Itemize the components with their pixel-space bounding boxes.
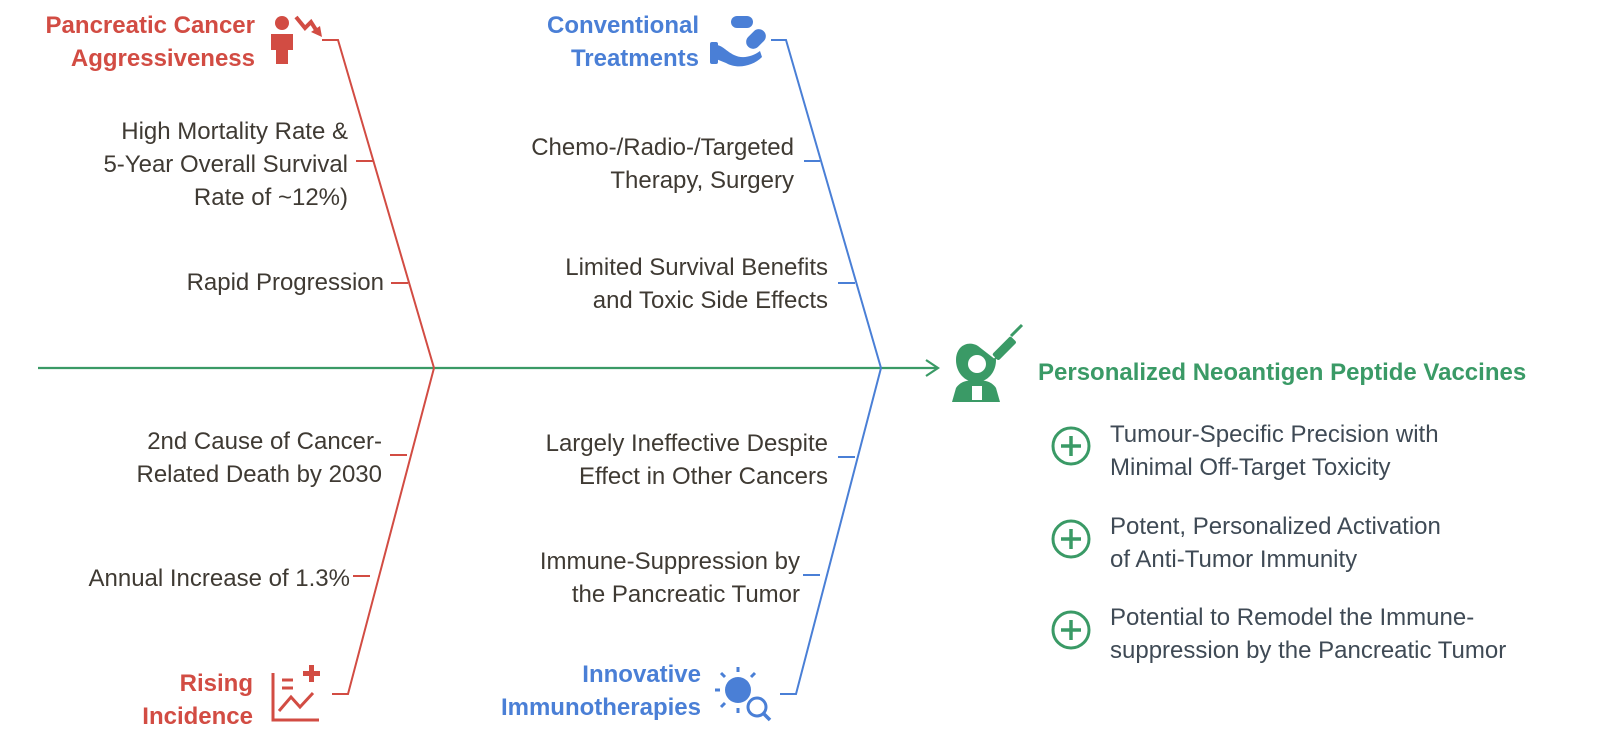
benefit-line: Potent, Personalized Activation [1110, 513, 1441, 540]
title-incidence: Rising Incidence [142, 667, 253, 733]
cause-line: 5-Year Overall Survival [103, 151, 348, 178]
cause-conventional-1: Chemo-/Radio-/Targeted Therapy, Surgery [531, 131, 794, 197]
benefit-3: Potential to Remodel the Immune- suppres… [1110, 601, 1506, 667]
title-aggressiveness: Pancreatic Cancer Aggressiveness [46, 9, 255, 75]
chart-rising-plus-icon [271, 673, 319, 722]
cause-line: Rapid Progression [186, 269, 384, 296]
bone-aggressiveness [322, 39, 435, 369]
person-declining-icon [271, 15, 322, 64]
benefit-line: Tumour-Specific Precision with [1110, 421, 1439, 448]
plus-circle-icon [1051, 426, 1091, 466]
cause-line: the Pancreatic Tumor [571, 581, 800, 608]
cause-line: Limited Survival Benefits [565, 254, 828, 281]
benefit-1: Tumour-Specific Precision with Minimal O… [1110, 418, 1439, 484]
cause-incidence-2: Annual Increase of 1.3% [88, 562, 350, 595]
cause-immunotherapies-1: Largely Ineffective Despite Effect in Ot… [546, 427, 828, 493]
benefit-line: Minimal Off-Target Toxicity [1110, 454, 1391, 481]
plus-circle-icon [1051, 610, 1091, 650]
benefit-2: Potent, Personalized Activation of Anti-… [1110, 510, 1441, 576]
virus-magnifier-icon [715, 667, 772, 722]
title-line: Treatments [570, 45, 699, 72]
cause-line: Chemo-/Radio-/Targeted [531, 134, 794, 161]
benefit-line: suppression by the Pancreatic Tumor [1110, 637, 1507, 664]
title-immunotherapies: Innovative Immunotherapies [501, 658, 701, 724]
benefit-line: Potential to Remodel the Immune- [1110, 604, 1475, 631]
cause-immunotherapies-2: Immune-Suppression by the Pancreatic Tum… [540, 545, 800, 611]
spine-arrowhead [925, 359, 940, 377]
doctor-syringe-icon [952, 323, 1024, 402]
title-line: Innovative [582, 661, 701, 688]
cause-line: Annual Increase of 1.3% [88, 565, 350, 592]
cause-line: Rate of ~12%) [193, 184, 348, 211]
outcome-title: Personalized Neoantigen Peptide Vaccines [1038, 356, 1526, 389]
title-conventional: Conventional Treatments [547, 9, 699, 75]
cause-line: and Toxic Side Effects [592, 287, 828, 314]
cause-aggressiveness-2: Rapid Progression [187, 266, 384, 299]
title-line: Pancreatic Cancer [45, 12, 255, 39]
hand-pill-icon [710, 16, 766, 67]
cause-aggressiveness-1: High Mortality Rate & 5-Year Overall Sur… [103, 115, 348, 214]
plus-mark [303, 665, 320, 682]
cause-incidence-1: 2nd Cause of Cancer- Related Death by 20… [136, 425, 382, 491]
title-line: Aggressiveness [70, 45, 255, 72]
cause-line: 2nd Cause of Cancer- [147, 428, 382, 455]
cause-line: Therapy, Surgery [610, 167, 794, 194]
plus-circle-icon [1051, 519, 1091, 559]
cause-line: Related Death by 2030 [136, 461, 382, 488]
bone-immunotherapies [780, 367, 882, 695]
cause-line: Immune-Suppression by [539, 548, 800, 575]
title-line: Rising [179, 670, 253, 697]
cause-conventional-2: Limited Survival Benefits and Toxic Side… [565, 251, 828, 317]
cause-line: Largely Ineffective Despite [545, 430, 828, 457]
bone-conventional [771, 39, 882, 369]
benefit-line: of Anti-Tumor Immunity [1110, 546, 1358, 573]
cause-line: Effect in Other Cancers [579, 463, 828, 490]
outcome-title-text: Personalized Neoantigen Peptide Vaccines [1038, 359, 1527, 386]
title-line: Incidence [142, 703, 253, 730]
title-line: Immunotherapies [500, 694, 701, 721]
bone-incidence [332, 367, 435, 695]
cause-line: High Mortality Rate & [121, 118, 348, 145]
title-line: Conventional [546, 12, 699, 39]
